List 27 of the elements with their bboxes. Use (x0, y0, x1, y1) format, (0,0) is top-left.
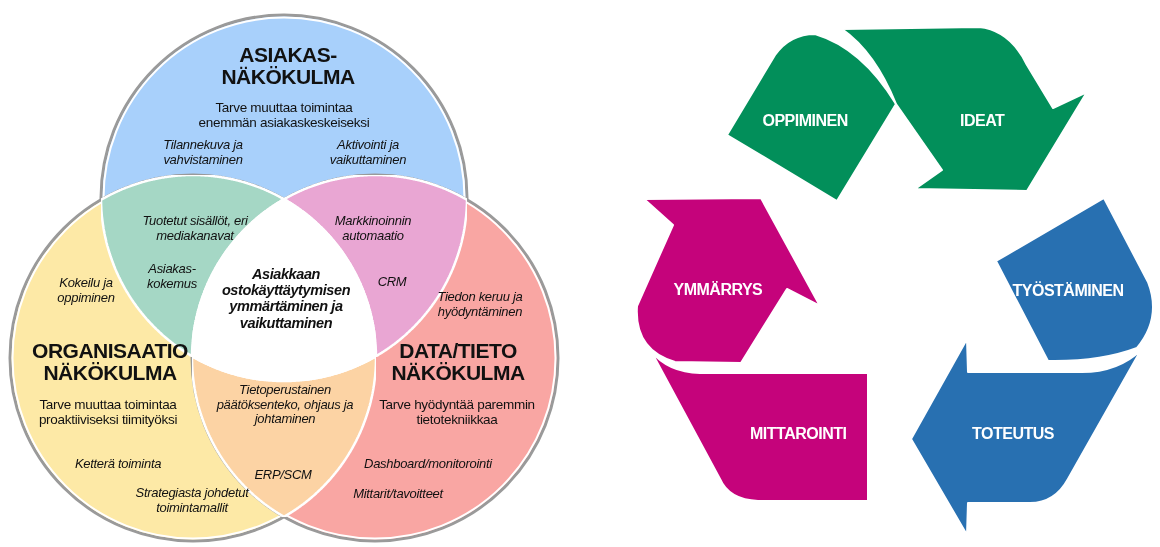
description-text: Tarve muuttaa toimintaa proaktiiviseksi tiimityöksi (37, 397, 179, 428)
topic-text: ERP/SCM (253, 468, 313, 483)
arrow-label: MITTAROINTI (750, 425, 847, 443)
circle-heading: ASIAKAS- NÄKÖKULMA (220, 44, 356, 89)
center-text: Asiakkaan ostokäyttäytymisen ymmärtäminen ja vaikuttaminen (220, 266, 352, 331)
topic-text: Asiakas- kokemus (146, 262, 198, 292)
arrow-label: IDEAT (960, 112, 1005, 130)
topic-text: Strategiasta johdetut toimintamallit (134, 486, 251, 516)
topic-text: Tietoperustainen päätöksenteko, ohjaus ja johtaminen (215, 383, 355, 427)
topic-text: Kokeilu ja oppiminen (56, 276, 116, 306)
topic-text: Tuotetut sisällöt, eri mediakanavat (141, 214, 249, 244)
topic-text: Dashboard/monitorointi (363, 457, 494, 472)
arrow-label: TYÖSTÄMINEN (1012, 282, 1124, 300)
topic-text: Tilannekuva ja vahvistaminen (162, 138, 244, 168)
topic-text: Mittarit/tavoitteet (352, 487, 445, 502)
arrow-label: OPPIMINEN (762, 112, 848, 130)
topic-text: Ketterä toiminta (73, 457, 163, 472)
topic-text: Markkinoinnin automaatio (333, 214, 413, 244)
circle-heading: ORGANISAATIO NÄKÖKULMA (31, 340, 189, 385)
topic-text: CRM (376, 275, 408, 290)
arrow-label: TOTEUTUS (972, 425, 1054, 443)
topic-text: Aktivointi ja vaikuttaminen (328, 138, 408, 168)
arrow-label: YMMÄRRYS (673, 281, 763, 299)
description-text: Tarve muuttaa toimintaa enemmän asiakaskeskeiseksi (197, 100, 371, 131)
topic-text: Tiedon keruu ja hyödyntäminen (436, 290, 524, 320)
description-text: Tarve hyödyntää paremmin tietotekniikkaa (378, 397, 536, 428)
circle-heading: DATA/TIETO NÄKÖKULMA (390, 340, 526, 385)
